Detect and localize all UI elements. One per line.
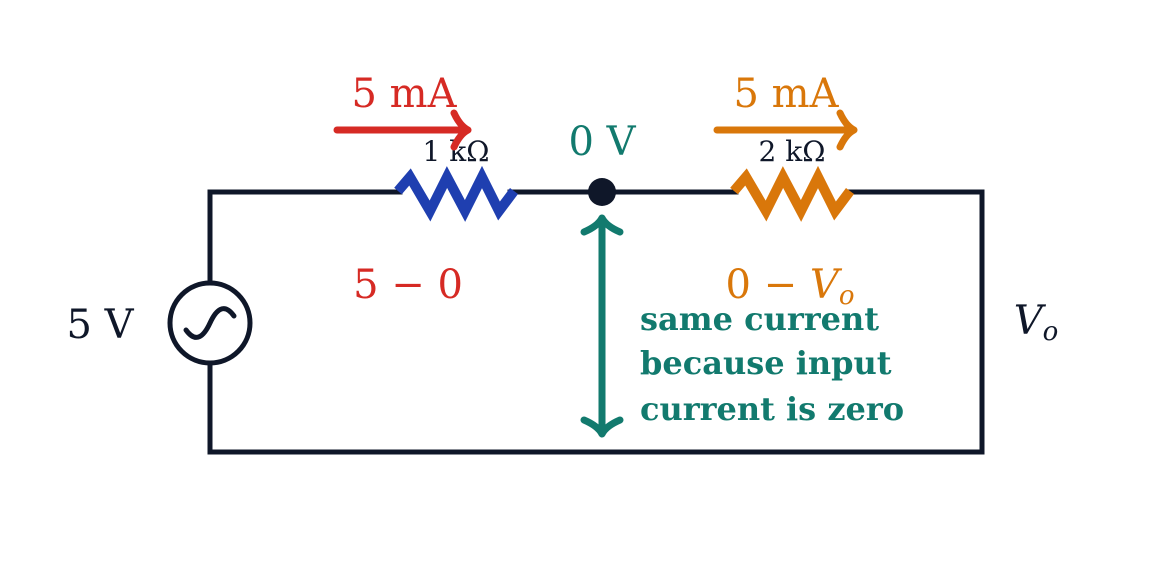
circuit-wires: [207, 189, 985, 455]
annotation-line-3: current is zero: [640, 390, 904, 428]
drop-1-label: 5 − 0: [353, 262, 463, 308]
source-voltage-label: 5 V: [66, 302, 134, 348]
node-voltage-label: 0 V: [568, 119, 636, 165]
wire-top-right: [845, 189, 985, 455]
resistor-2-icon: [730, 165, 854, 222]
output-sub: o: [1043, 317, 1059, 347]
double-arrow-icon: [580, 214, 624, 438]
drop-2-label: 0 − Vo: [726, 262, 855, 311]
current-1-label: 5 mA: [352, 71, 458, 117]
current-2-label: 5 mA: [734, 71, 840, 117]
output-var: V: [1014, 298, 1047, 344]
wire-top-left: [207, 189, 403, 285]
node-dot: [588, 178, 616, 206]
current-arrow-2-icon: [713, 109, 858, 151]
drop-2-sub: o: [839, 281, 855, 311]
resistor-1-icon: [394, 165, 518, 222]
annotation-line-1: same current: [640, 300, 879, 338]
drop-2-prefix: 0 −: [726, 262, 810, 308]
ac-source-icon: [167, 280, 253, 366]
current-arrow-1-icon: [333, 109, 472, 151]
annotation-line-2: because input: [640, 344, 892, 382]
drop-2-var: V: [810, 262, 843, 308]
resistor-2-label: 2 kΩ: [759, 135, 826, 168]
output-voltage-label: Vo: [1014, 298, 1059, 347]
wire-bottom: [207, 362, 985, 455]
